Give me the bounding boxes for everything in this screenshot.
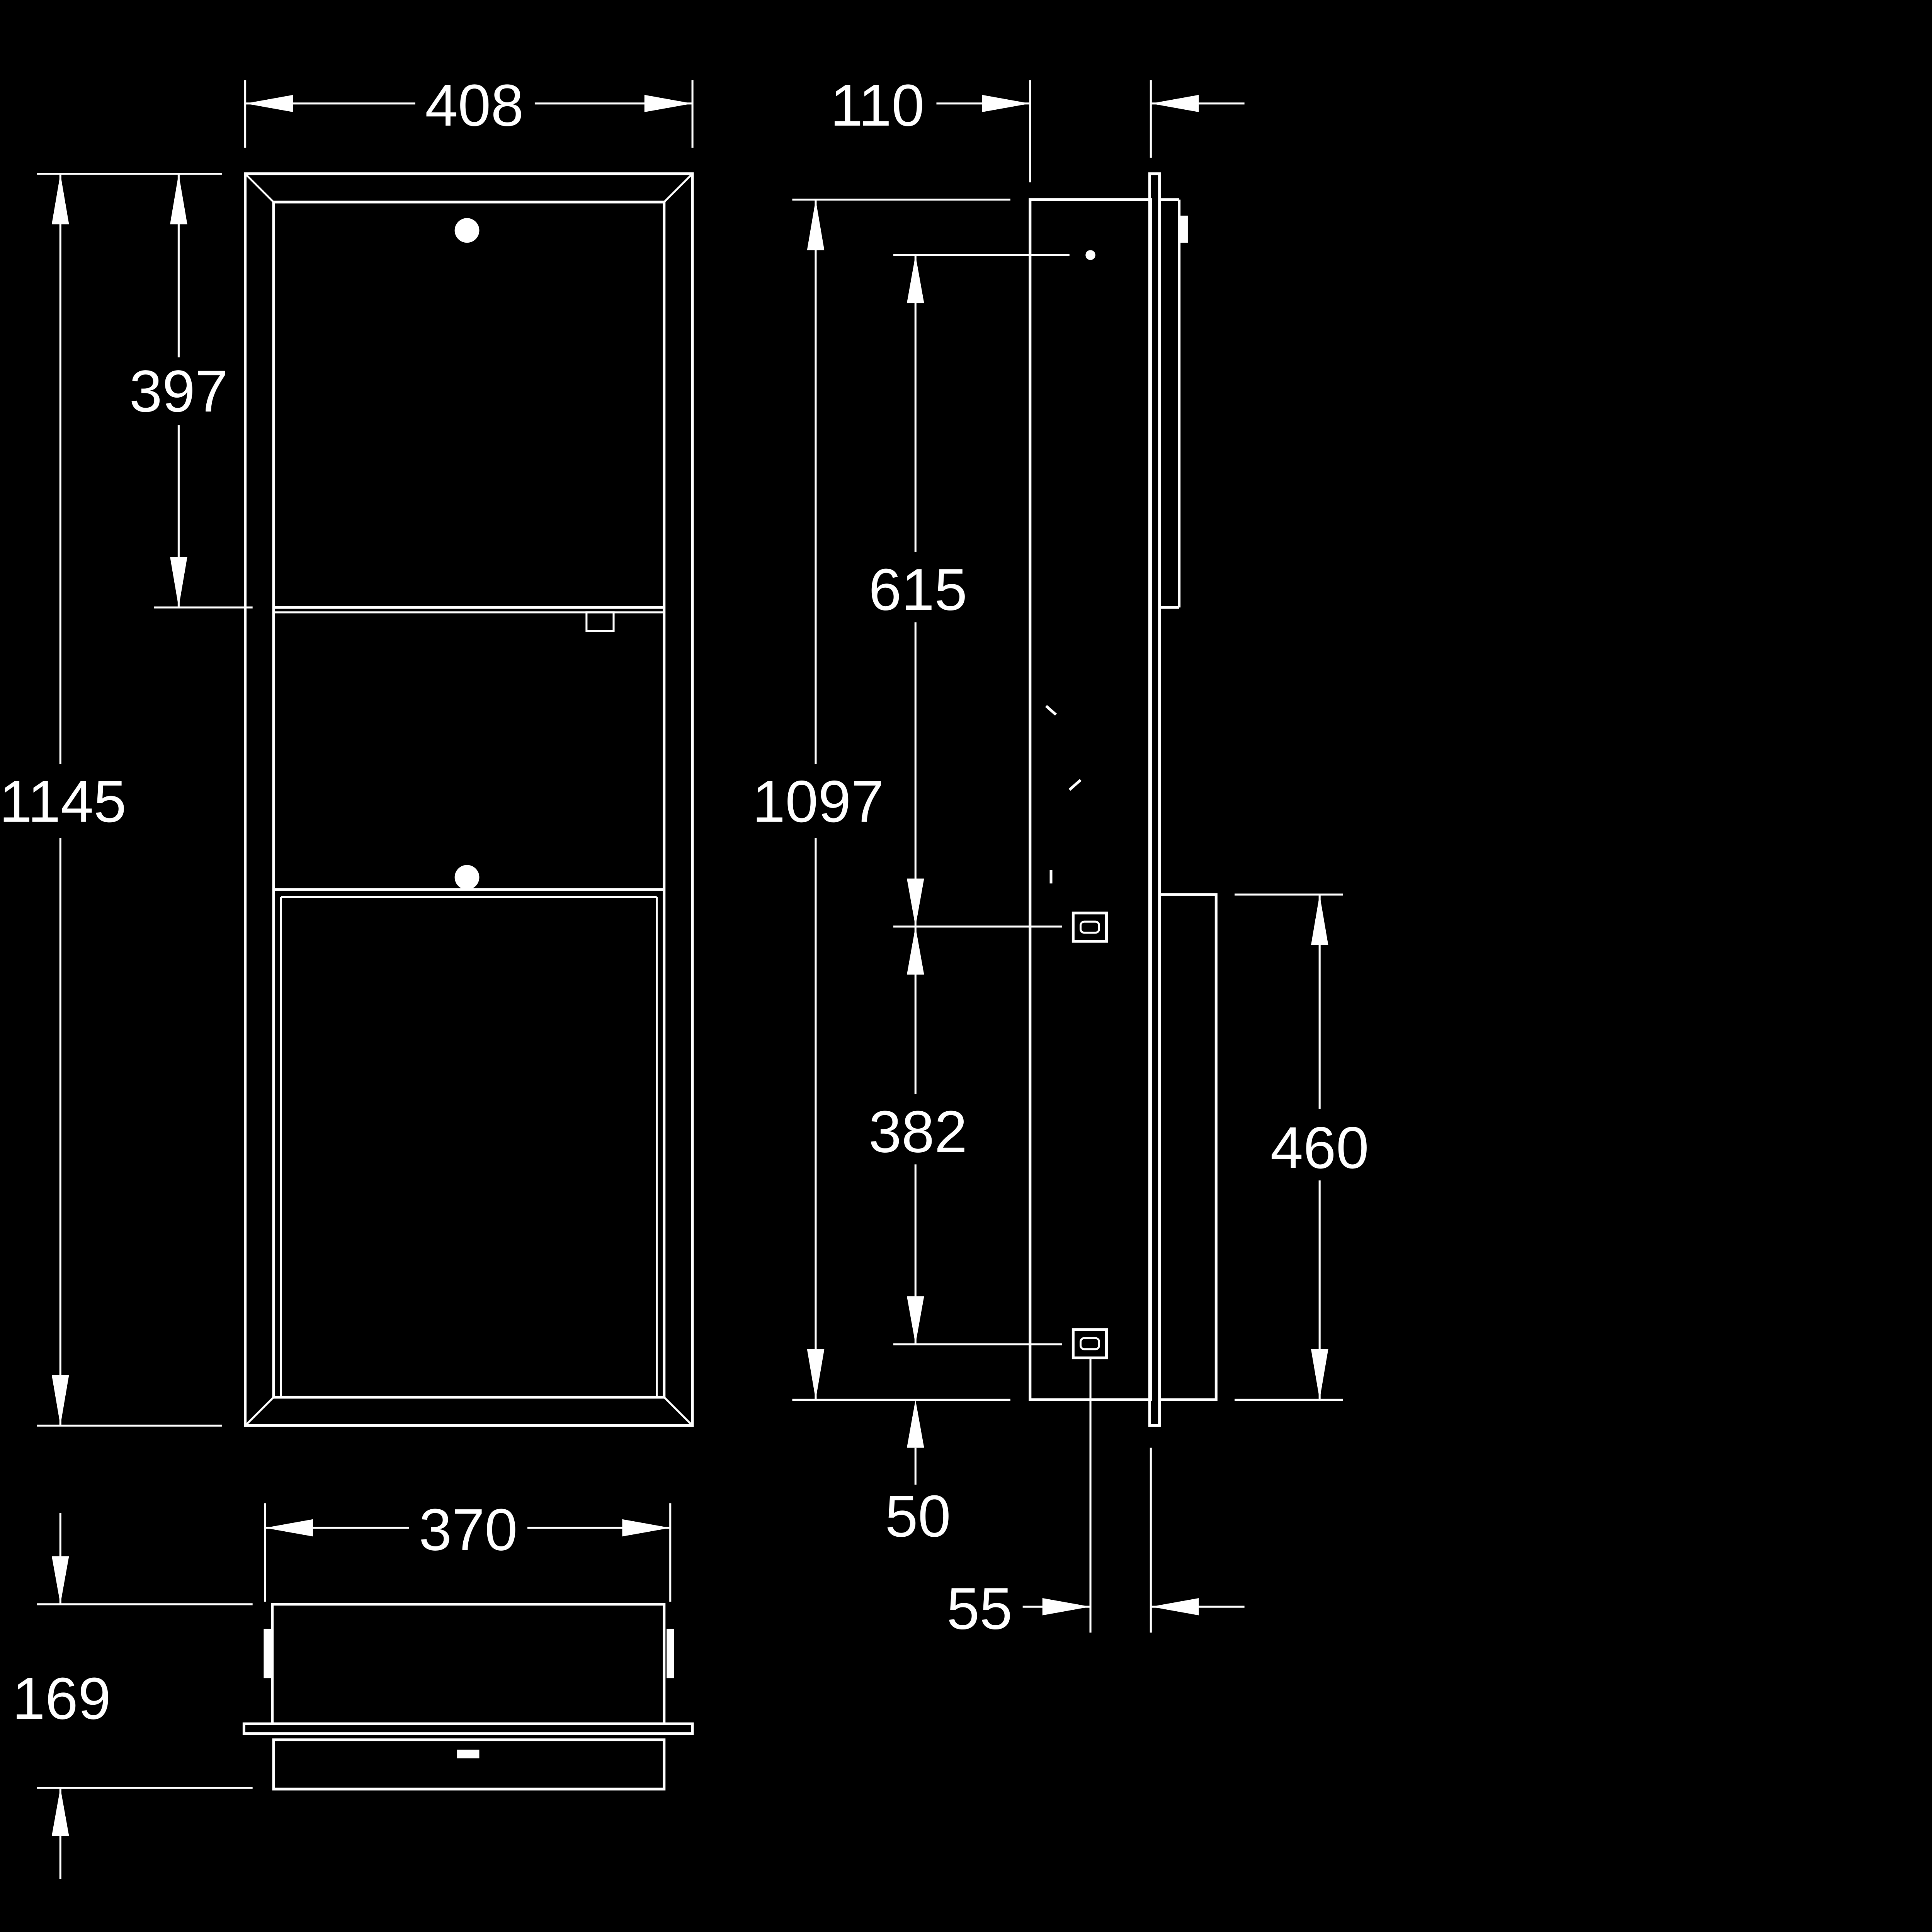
dim-bottom-depth-label: 169 — [12, 1665, 111, 1731]
dim-front-height-label: 1145 — [0, 769, 126, 835]
dim-side-height-label: 1097 — [752, 769, 884, 835]
dim-side-bottom-depth-label: 55 — [947, 1576, 1012, 1642]
dim-front-width-label: 408 — [425, 72, 524, 138]
front-view — [244, 172, 694, 1427]
dim-bottom-width: 370 — [264, 1497, 672, 1602]
dim-side-bottom-offset: 50 — [885, 1400, 951, 1549]
bottom-view — [242, 1603, 694, 1791]
dim-front-width: 408 — [244, 72, 694, 148]
hole-top — [454, 218, 480, 243]
dim-side-upper: 615 — [869, 254, 1070, 928]
hole-middle — [454, 865, 480, 890]
side-view — [1029, 172, 1218, 1633]
dim-side-bottom-offset-label: 50 — [885, 1483, 951, 1549]
dim-top-section: 397 — [129, 173, 253, 609]
dim-front-height: 1145 — [0, 173, 222, 1427]
dim-side-depth-label: 110 — [830, 72, 924, 138]
dim-side-lower-label: 382 — [869, 1099, 967, 1165]
dim-side-box-label: 460 — [1270, 1115, 1369, 1181]
dim-side-depth: 110 — [830, 72, 1245, 182]
dim-side-height: 1097 — [752, 199, 1010, 1401]
dim-bottom-depth: 169 — [12, 1513, 253, 1879]
dim-side-bottom-depth: 55 — [947, 1576, 1245, 1642]
dim-side-box: 460 — [1235, 893, 1369, 1401]
dim-side-lower: 382 — [869, 926, 1062, 1345]
dim-top-section-label: 397 — [129, 358, 228, 424]
dim-side-upper-label: 615 — [869, 556, 967, 622]
dim-bottom-width-label: 370 — [419, 1497, 517, 1563]
